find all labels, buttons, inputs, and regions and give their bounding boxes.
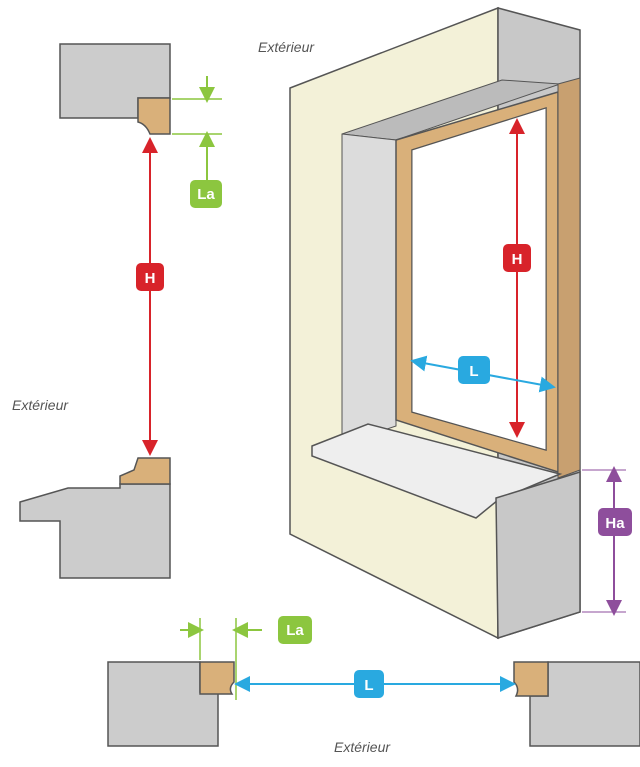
window-opening bbox=[411, 107, 547, 451]
rebate-width-badge-vertical: La bbox=[190, 180, 222, 208]
height-badge-window: H bbox=[503, 244, 531, 272]
sill-frame bbox=[119, 457, 171, 485]
sill-height-badge: Ha bbox=[598, 508, 632, 536]
rebate-width-badge-horizontal: La bbox=[278, 616, 312, 644]
window-3d: Extérieur H L bbox=[258, 6, 632, 640]
sill-height-label: Ha bbox=[605, 515, 625, 532]
width-badge-section: L bbox=[354, 670, 384, 698]
reveal-left bbox=[341, 133, 397, 445]
width-badge-window: L bbox=[458, 356, 490, 384]
height-badge-section: H bbox=[136, 263, 164, 291]
right-jamb-frame bbox=[513, 661, 549, 697]
height-label-section: H bbox=[145, 270, 156, 287]
exterior-label-bottom: Extérieur bbox=[334, 739, 391, 755]
left-jamb-frame bbox=[199, 661, 235, 695]
exterior-label-left: Extérieur bbox=[12, 397, 69, 413]
sill-block bbox=[19, 483, 171, 579]
horizontal-section: La L Extérieur bbox=[107, 616, 640, 755]
rebate-width-label-vertical: La bbox=[197, 186, 215, 203]
rebate-width-label-horizontal: La bbox=[286, 622, 304, 639]
lintel-frame bbox=[137, 97, 171, 135]
exterior-label-top: Extérieur bbox=[258, 39, 315, 55]
height-label-window: H bbox=[512, 251, 523, 268]
width-label-section: L bbox=[364, 677, 373, 694]
vertical-section: La H Extérieur bbox=[12, 43, 222, 579]
width-label-window: L bbox=[469, 363, 478, 380]
